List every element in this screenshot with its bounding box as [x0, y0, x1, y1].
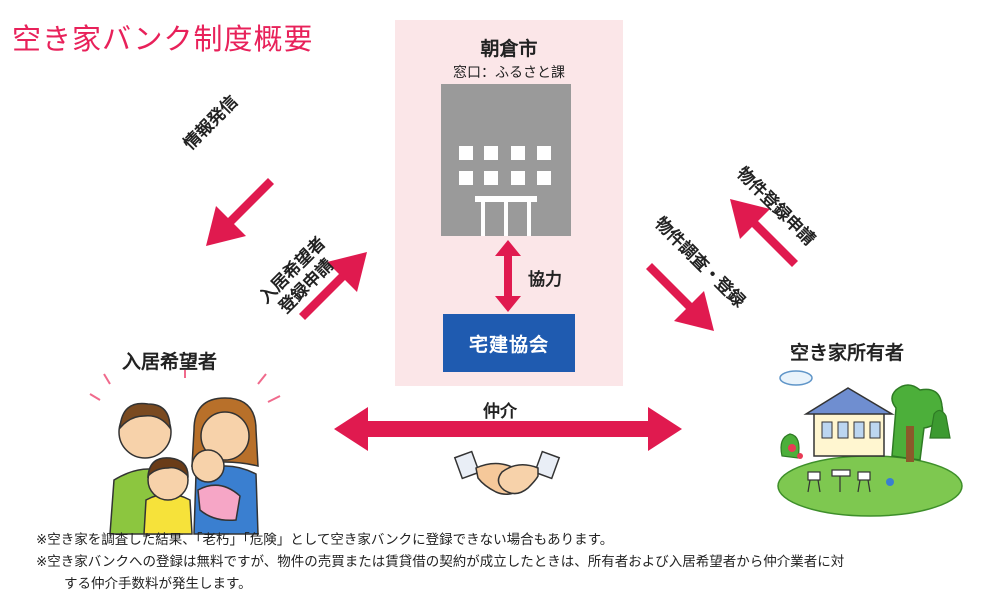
applicant-arrow-up-right	[299, 252, 367, 328]
cooperation-label: 協力	[528, 270, 562, 290]
mediation-double-arrow	[334, 407, 682, 451]
survey-arrow-down-right	[646, 255, 714, 331]
note-line-1: ※空き家を調査した結果、「老朽」「危険」として空き家バンクに登録できない場合もあ…	[36, 532, 614, 548]
property-registration-arrow-up-left	[730, 199, 798, 275]
cooperation-double-arrow	[495, 240, 521, 312]
takken-association-box: 宅建協会	[443, 314, 575, 372]
note-line-2: ※空き家バンクへの登録は無料ですが、物件の売買または賃貸借の契約が成立したときは…	[36, 554, 845, 570]
city-name: 朝倉市	[480, 38, 538, 60]
info-arrow-down-left	[206, 170, 274, 246]
diagram-title: 空き家バンク制度概要	[12, 22, 314, 56]
handshake-icon	[453, 450, 561, 495]
mediation-label: 仲介	[483, 402, 517, 422]
city-window-label: 窓口：ふるさと課	[453, 65, 565, 81]
info-label: 情報発信	[180, 91, 243, 155]
family-illustration-icon	[89, 370, 281, 535]
applicant-label: 入居希望者	[122, 351, 218, 373]
owner-label: 空き家所有者	[790, 342, 905, 364]
note-line-3: する仲介手数料が発生します。	[64, 576, 252, 592]
vacant-house-illustration-icon	[777, 370, 963, 517]
city-hall-building-icon	[441, 84, 571, 236]
